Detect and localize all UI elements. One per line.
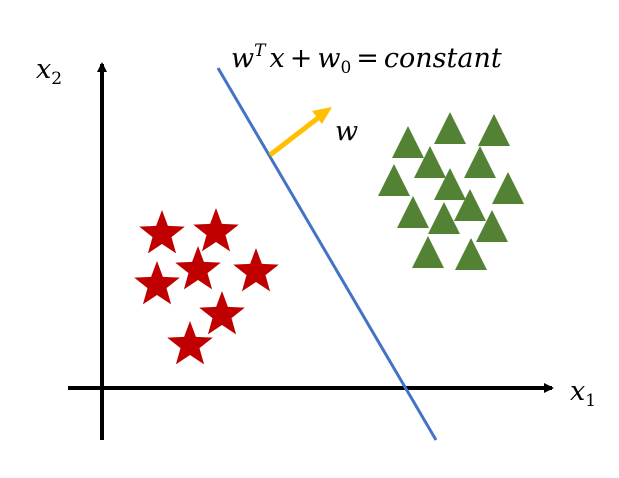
triangle-point: [428, 202, 460, 234]
vector-label: w: [335, 116, 358, 147]
triangle-point: [434, 112, 466, 144]
x2-axis-label: x2: [36, 54, 62, 89]
star-point: [233, 248, 279, 292]
star-point: [193, 208, 239, 252]
star-point: [167, 321, 213, 365]
triangle-point: [434, 168, 466, 200]
triangle-point: [392, 126, 424, 158]
star-point: [139, 210, 185, 254]
triangle-point: [476, 210, 508, 242]
star-point: [175, 246, 221, 290]
triangle-point: [492, 172, 524, 204]
triangle-point: [454, 189, 486, 221]
triangle-point: [455, 238, 487, 270]
x1-axis-label: x1: [570, 376, 596, 411]
triangle-point: [414, 146, 446, 178]
weight-vector-arrow: [268, 107, 332, 157]
star-point: [134, 261, 180, 305]
triangle-point: [478, 114, 510, 146]
triangle-point: [464, 146, 496, 178]
triangle-point: [378, 164, 410, 196]
star-point: [199, 291, 245, 335]
triangle-point: [397, 196, 429, 228]
decision-boundary-line: [216, 67, 438, 441]
class-b-triangles: [378, 112, 524, 270]
triangle-point: [412, 236, 444, 268]
class-a-stars: [134, 208, 279, 365]
